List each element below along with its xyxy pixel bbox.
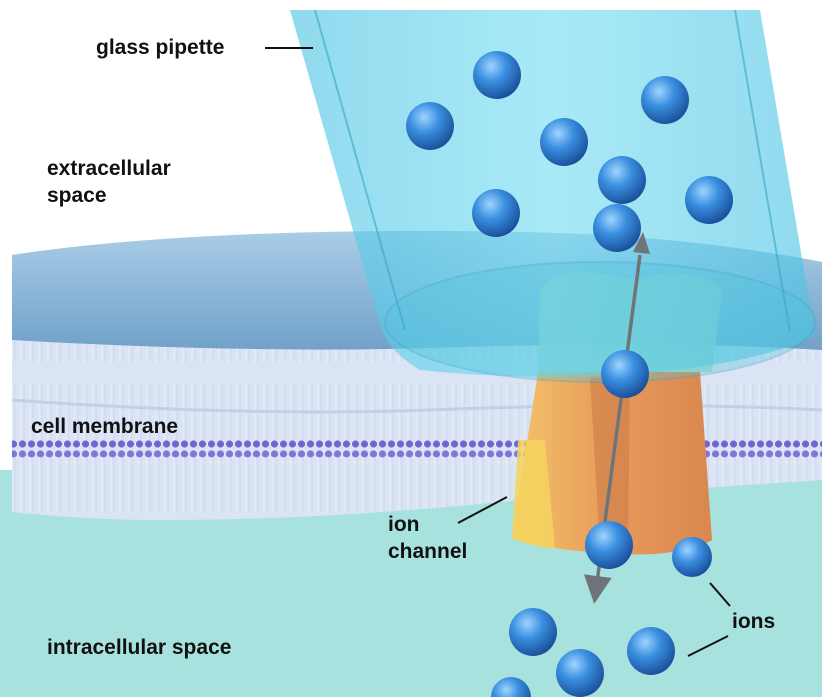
ion [406, 102, 454, 150]
ion [598, 156, 646, 204]
extracellular-label-line2: space [47, 182, 171, 209]
extracellular-space-label: extracellular space [47, 155, 171, 209]
ion [556, 649, 604, 697]
ions-label-text: ions [732, 608, 775, 635]
ion [672, 537, 712, 577]
ions-label: ions [732, 608, 775, 635]
ion-channel-label-line2: channel [388, 538, 467, 565]
pipette-tip-rim [385, 262, 815, 382]
intracellular-space-label-text: intracellular space [47, 634, 231, 661]
glass-pipette-label: glass pipette [96, 34, 224, 61]
ion [472, 189, 520, 237]
cell-membrane-label-text: cell membrane [31, 413, 178, 440]
ion-channel-label-line1: ion [388, 511, 467, 538]
ion [585, 521, 633, 569]
intracellular-space-label: intracellular space [47, 634, 231, 661]
ion [641, 76, 689, 124]
extracellular-label-line1: extracellular [47, 155, 171, 182]
ion-channel-label: ion channel [388, 511, 467, 565]
ion [601, 350, 649, 398]
cell-membrane-label: cell membrane [31, 413, 178, 440]
ion [473, 51, 521, 99]
glass-pipette-label-text: glass pipette [96, 34, 224, 61]
ion [685, 176, 733, 224]
ion [627, 627, 675, 675]
ion [593, 204, 641, 252]
ion [509, 608, 557, 656]
ion [540, 118, 588, 166]
